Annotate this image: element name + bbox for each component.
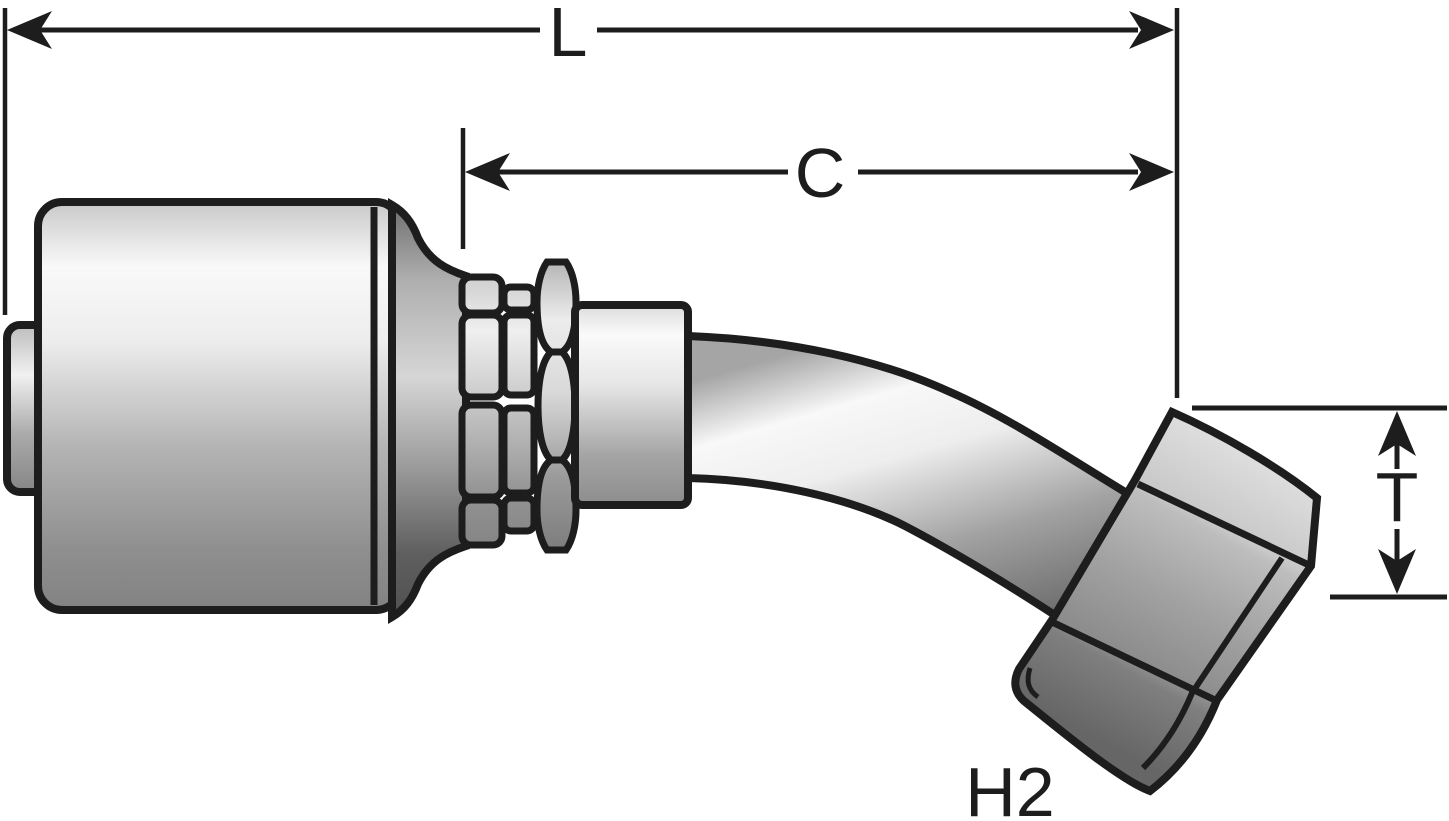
arrowhead-right-icon bbox=[1129, 153, 1174, 191]
dimension-C: C bbox=[465, 134, 1174, 212]
dimension-label-T: T bbox=[1376, 458, 1419, 536]
hex-facet-bottom bbox=[533, 456, 580, 554]
hex-facet-middle bbox=[534, 348, 579, 464]
arrowhead-up-icon bbox=[1378, 411, 1416, 456]
shell-taper-cone bbox=[388, 198, 470, 624]
dimension-L: L bbox=[7, 0, 1174, 71]
crimp-shell bbox=[34, 198, 404, 614]
nut-flat-edge-upper bbox=[1136, 480, 1313, 570]
arrowhead-left-icon bbox=[7, 11, 52, 49]
crimp-ring bbox=[500, 494, 538, 535]
swivel-nut bbox=[1011, 406, 1322, 796]
nut-far-chamfer-line bbox=[1140, 556, 1285, 771]
hex-facet-top bbox=[533, 258, 580, 356]
extension-lines bbox=[2, 8, 1180, 398]
nut-silhouette bbox=[1011, 406, 1322, 796]
crimp-ring bbox=[500, 311, 538, 399]
arrowhead-left-icon bbox=[465, 153, 510, 191]
arrowhead-right-icon bbox=[1129, 11, 1174, 49]
dimension-T: T bbox=[1192, 405, 1447, 600]
collar-cylinder bbox=[571, 301, 692, 509]
crimp-ring-stack-2 bbox=[500, 283, 538, 535]
hex-collar-edge bbox=[533, 258, 580, 554]
crimp-ring bbox=[500, 404, 538, 497]
crimp-ring bbox=[458, 311, 506, 401]
dimension-label-C: C bbox=[795, 134, 846, 212]
part-code-label: H2 bbox=[965, 753, 1054, 821]
crimp-ring bbox=[458, 496, 506, 549]
crimp-ring bbox=[458, 273, 506, 317]
nut-near-chamfer-line bbox=[1025, 667, 1040, 700]
bent-tube bbox=[684, 331, 1136, 631]
nut-flat-edge-lower bbox=[1050, 618, 1217, 704]
fitting-body bbox=[3, 198, 1322, 796]
arrowhead-down-icon bbox=[1378, 549, 1416, 594]
dimension-label-L: L bbox=[549, 0, 588, 71]
crimp-ring bbox=[500, 283, 538, 314]
crimp-ring bbox=[458, 401, 506, 501]
crimp-ring-stack-1 bbox=[458, 273, 506, 549]
